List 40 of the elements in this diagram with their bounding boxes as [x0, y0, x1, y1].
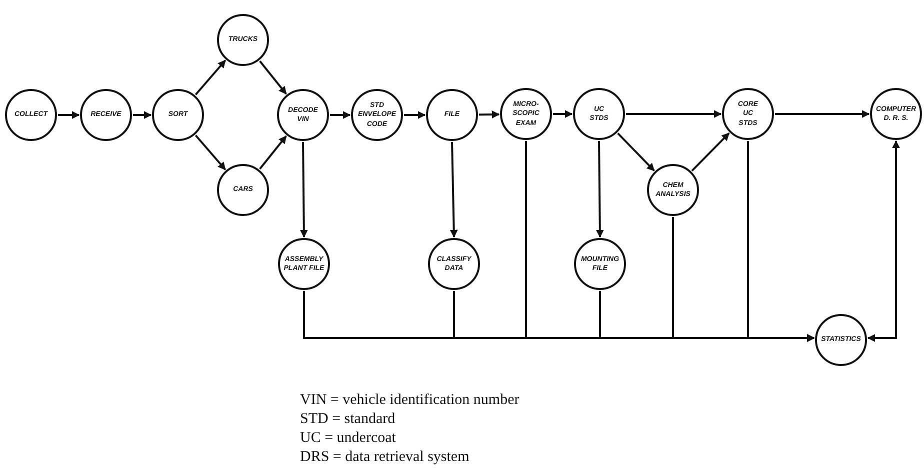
arrow [194, 60, 226, 96]
arrow [259, 60, 287, 95]
process-circle [870, 88, 922, 140]
arrow [626, 110, 722, 118]
arrow [450, 142, 458, 238]
process-circle [428, 238, 480, 290]
process-circle [217, 14, 269, 66]
arrow [747, 141, 815, 342]
arrow [691, 132, 730, 172]
process-circle [815, 314, 867, 366]
process-circle [574, 238, 626, 290]
abbreviation-note: STD = standard [300, 411, 396, 428]
arrow [259, 135, 287, 170]
process-circle [217, 164, 269, 216]
process-circle [278, 238, 330, 290]
process-circle [500, 88, 552, 140]
arrow [596, 140, 604, 238]
process-circle [573, 88, 625, 140]
abbreviation-note: VIN = vehicle identification number [300, 392, 520, 409]
process-circle [277, 89, 329, 141]
process-circle [80, 89, 132, 141]
abbreviation-note: DRS = data retrieval system [300, 449, 470, 466]
arrow [553, 110, 573, 118]
process-circle [426, 89, 478, 141]
abbreviation-note: UC = undercoat [300, 430, 396, 447]
process-circle [351, 89, 403, 141]
process-circle [647, 164, 699, 216]
arrow [300, 142, 308, 238]
process-circle [5, 89, 57, 141]
arrow [58, 111, 80, 119]
arrow [330, 111, 351, 119]
arrow [617, 132, 655, 172]
process-circle [722, 88, 774, 140]
arrow [133, 111, 152, 119]
arrow [478, 110, 500, 118]
arrow [404, 111, 426, 119]
arrow [194, 134, 226, 170]
arrow [867, 140, 900, 342]
arrow [775, 110, 870, 118]
process-circle [152, 89, 204, 141]
